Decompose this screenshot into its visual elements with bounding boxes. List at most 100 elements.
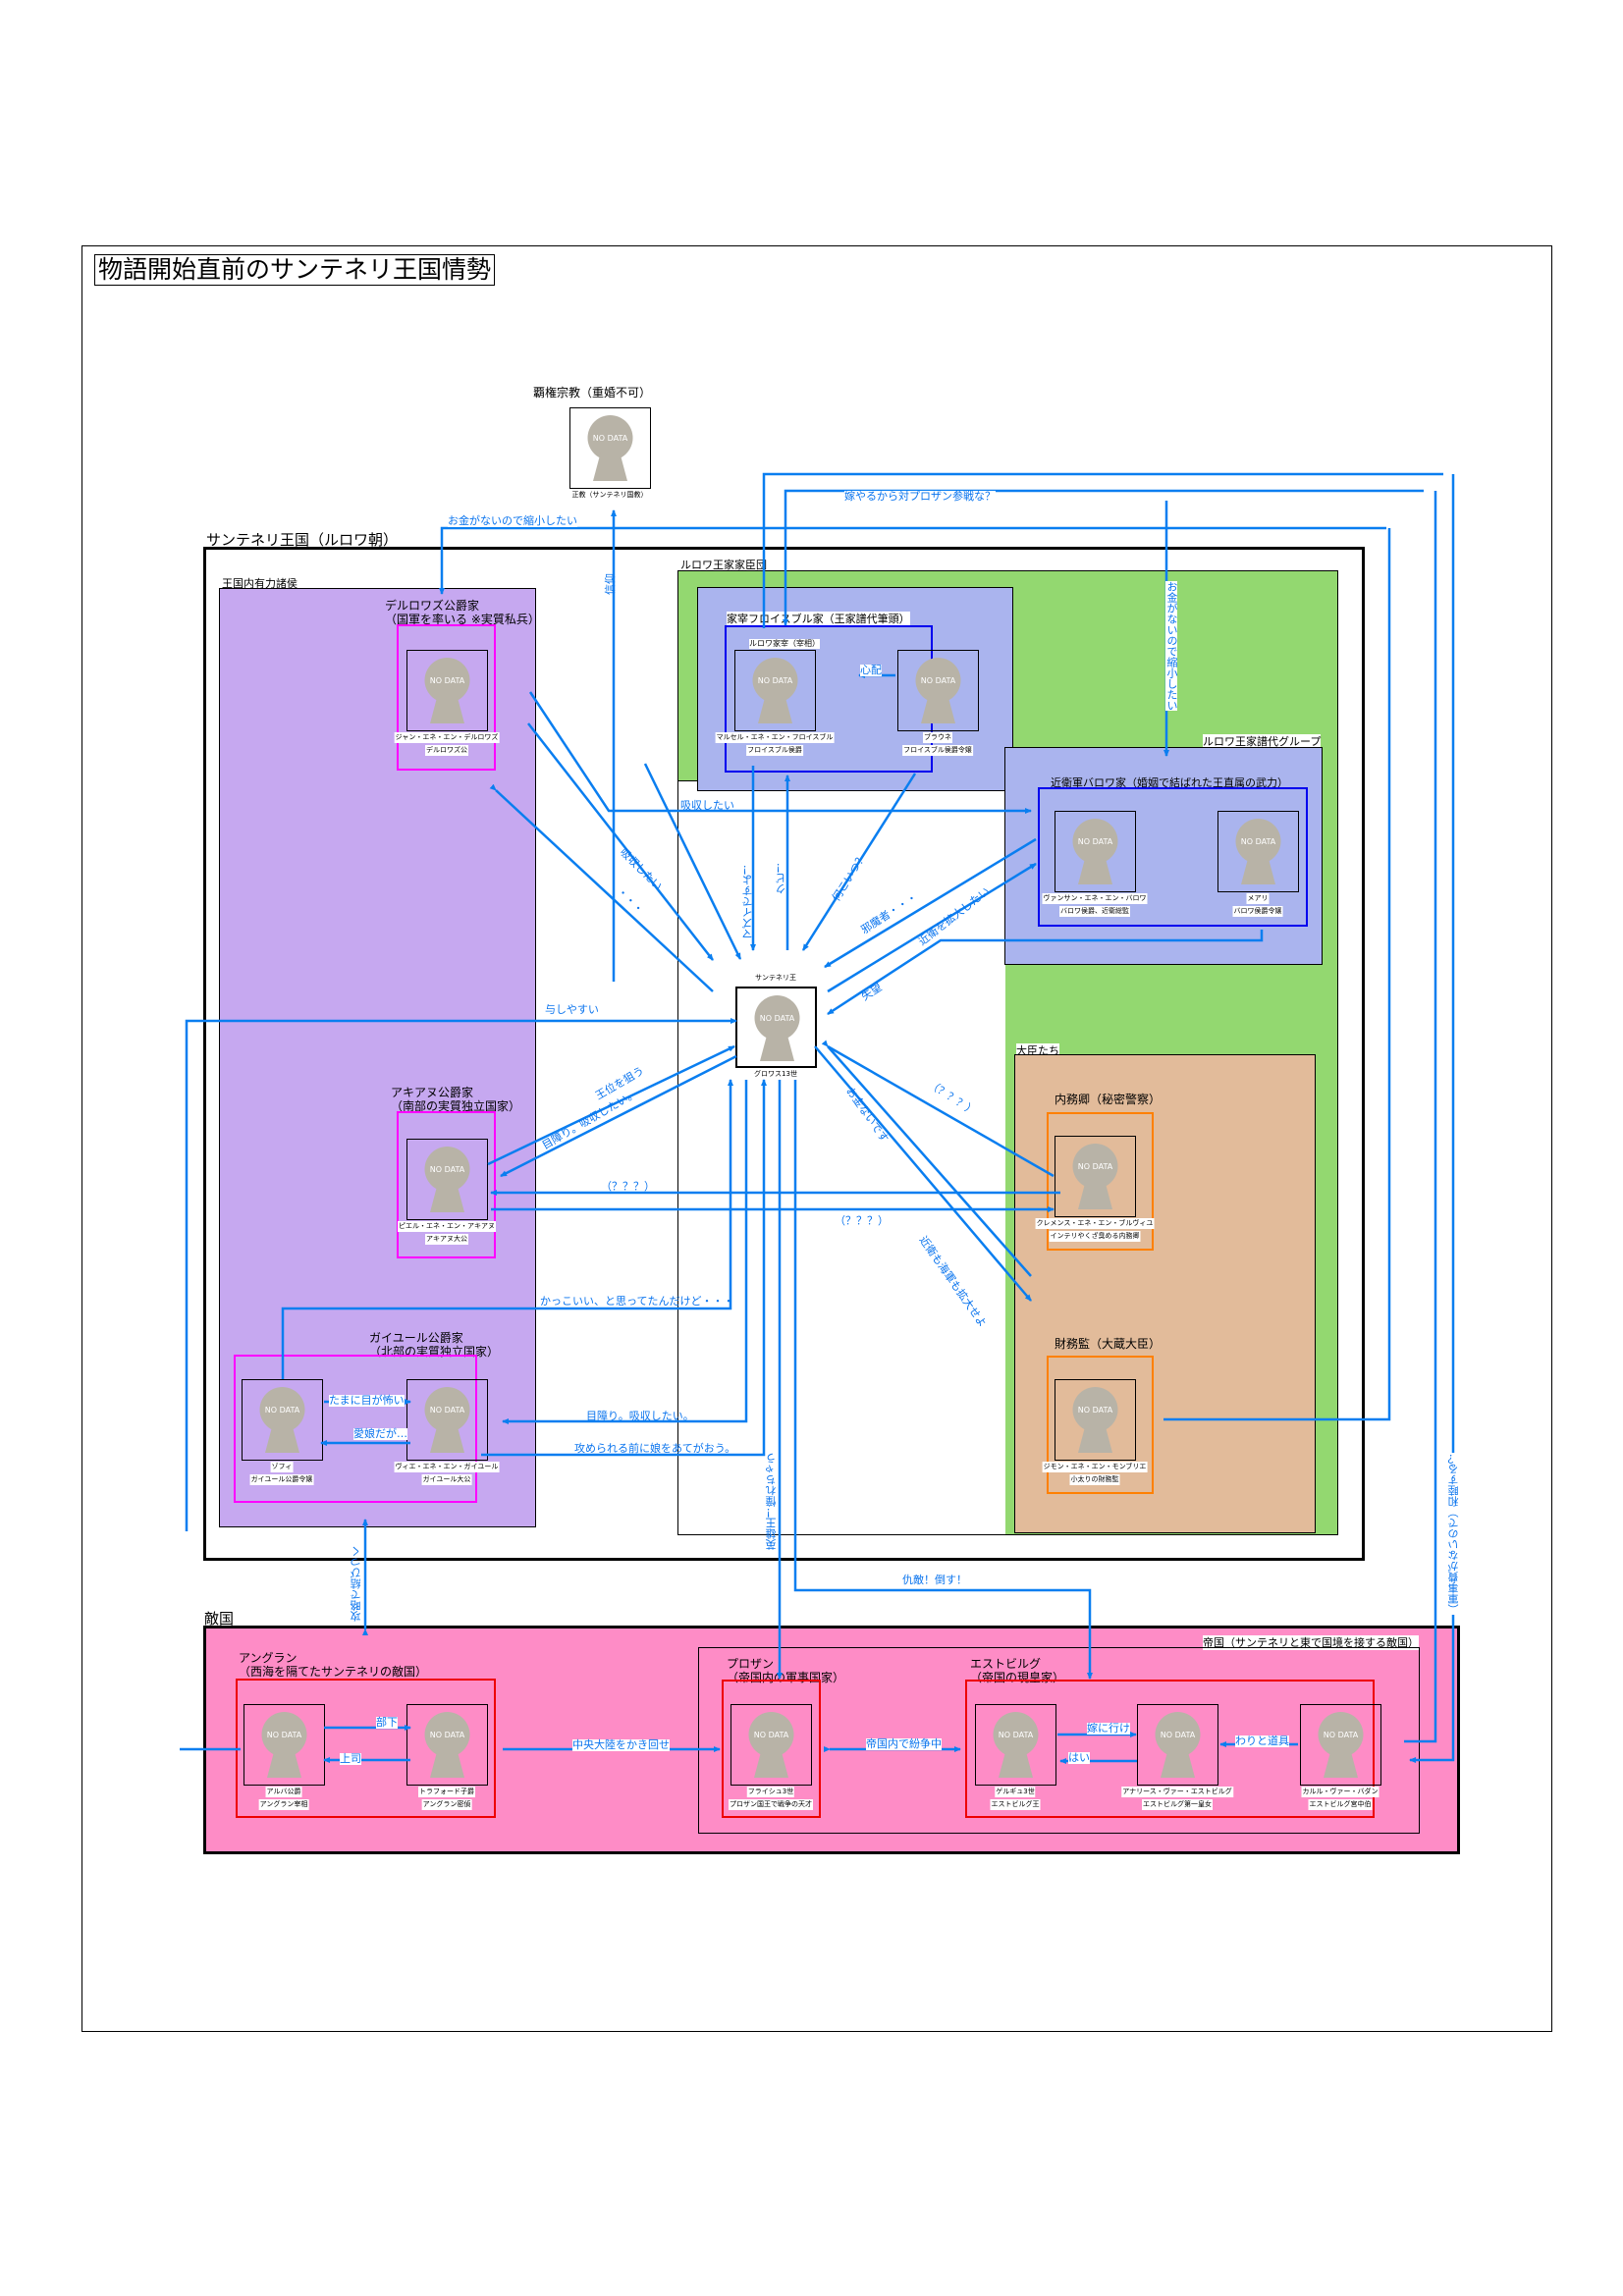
avatar-placeholder-icon: NO DATA (424, 1712, 470, 1778)
rel-cool-but: かっこいい、と思ってたんだけど・・・ (540, 1295, 734, 1308)
person-role: エストビルグ王 (990, 1799, 1041, 1810)
interior-label: 内務卿（秘密警察） (1055, 1093, 1162, 1106)
rel-hero-king: 英雄王！憧れちゃう (765, 1453, 778, 1550)
svg-text:NO DATA: NO DATA (1078, 1406, 1113, 1415)
rel-subordinate: 部下 (376, 1716, 398, 1729)
card-gergyu[interactable]: NO DATA (975, 1704, 1056, 1786)
avatar-placeholder-icon: NO DATA (1155, 1712, 1201, 1778)
rel-worry: 心配 (860, 664, 882, 676)
avatar-placeholder-icon: NO DATA (424, 658, 470, 723)
card-trafford[interactable]: NO DATA (406, 1704, 488, 1786)
card-braune[interactable]: NO DATA (897, 650, 979, 731)
finance-label: 財務監（大蔵大臣） (1055, 1337, 1162, 1351)
person-name: トラフォード子爵 (418, 1787, 475, 1797)
svg-text:NO DATA: NO DATA (921, 676, 956, 685)
person-role: プロザン国王で戦争の天才 (729, 1799, 813, 1810)
card-sophie[interactable]: NO DATA (242, 1379, 323, 1461)
fluisple-label: 家宰フロイスブル家（王家譜代筆頭） (727, 612, 910, 626)
avatar-placeholder-icon: NO DATA (1072, 1144, 1118, 1209)
person-role: 小太りの財務監 (1069, 1474, 1120, 1485)
person-name: ヴァンサン・エネ・エン・バロワ (1042, 893, 1148, 904)
avatar-placeholder-icon: NO DATA (424, 1387, 470, 1453)
person-role: アングラン密偵 (421, 1799, 472, 1810)
card-marcel[interactable]: NO DATA (734, 650, 816, 731)
person-name: ピエル・エネ・エン・アキアヌ (398, 1221, 496, 1232)
svg-text:NO DATA: NO DATA (1324, 1731, 1359, 1739)
rel-bride-anti-prozan: 嫁やるから対プロザン参戦な？ (844, 490, 996, 503)
person-name: ブラウネ (923, 732, 952, 743)
avatar-placeholder-icon: NO DATA (1072, 819, 1118, 884)
rel-useful-tool: わりと道具 (1235, 1735, 1289, 1747)
nobles-label: 王国内有力諸侯 (222, 576, 298, 591)
rel-kubi: クビ！ (775, 862, 787, 894)
rel-peace: （軍事費がないので）和睦する？ (1447, 1453, 1460, 1615)
person-title: サンテネリ王 (755, 974, 796, 982)
svg-text:NO DATA: NO DATA (265, 1406, 300, 1415)
avatar-placeholder-icon: NO DATA (1235, 819, 1281, 884)
card-vincent[interactable]: NO DATA (1055, 811, 1136, 892)
svg-text:NO DATA: NO DATA (758, 676, 793, 685)
avatar-placeholder-icon: NO DATA (752, 658, 798, 723)
avatar-placeholder-icon: NO DATA (993, 1712, 1039, 1778)
prozan-group (722, 1680, 821, 1818)
person-name: メアリ (1246, 893, 1270, 904)
person-role: アキアヌ大公 (425, 1234, 468, 1245)
person-name: マルセル・エネ・エン・フロイスブル (715, 732, 835, 743)
rel-unknown-1: （？？？） (601, 1180, 655, 1193)
person-role: ガイユール大公 (421, 1474, 472, 1485)
empire-label: 帝国（サンテネリと東で国境を接する敵国） (1203, 1635, 1419, 1650)
rel-superior: 上司 (340, 1752, 361, 1765)
page-frame (81, 245, 1552, 2032)
person-role: アングラン宰相 (258, 1799, 309, 1810)
person-name: ジャン・エネ・エン・デルロワズ (394, 732, 500, 743)
rel-masui: マズイですよ！ (741, 864, 754, 939)
card-king[interactable]: NO DATA (735, 987, 817, 1068)
card-akiaz[interactable]: NO DATA (406, 1139, 488, 1220)
card-religion[interactable]: NO DATA (569, 407, 651, 489)
person-name: ジモン・エネ・エン・モンブリエ (1042, 1462, 1148, 1472)
card-analise[interactable]: NO DATA (1137, 1704, 1218, 1786)
rel-beloved-daughter: 愛娘だが… (353, 1427, 407, 1440)
delroz-group (397, 624, 496, 771)
card-fleisch[interactable]: NO DATA (730, 1704, 812, 1786)
rel-offer-daughter: 攻められる前に娘をあてがおう。 (574, 1442, 736, 1455)
rel-shrink-army: お金がないので縮小したい (448, 514, 577, 527)
card-clemens[interactable]: NO DATA (1055, 1136, 1136, 1217)
card-delroz[interactable]: NO DATA (406, 650, 488, 731)
delroz-label: デルロワズ公爵家 （国軍を率いる ※実質私兵） (385, 599, 540, 626)
card-jimon[interactable]: NO DATA (1055, 1379, 1136, 1461)
svg-text:NO DATA: NO DATA (593, 434, 628, 443)
person-name: 正教（サンテネリ国教） (570, 490, 649, 501)
person-role: フロイスブル侯爵 (746, 745, 803, 756)
rel-yes: はい (1068, 1751, 1090, 1764)
person-name: クレメンス・エネ・エン・ブルヴィユ (1035, 1218, 1155, 1229)
page-title: 物語開始直前のサンテネリ王国情勢 (94, 254, 496, 286)
svg-text:NO DATA: NO DATA (999, 1731, 1034, 1739)
card-alba[interactable]: NO DATA (243, 1704, 325, 1786)
estbirg-group (965, 1680, 1375, 1818)
person-name: ヴィエ・エネ・エン・ガイユール (394, 1462, 500, 1472)
svg-text:NO DATA: NO DATA (267, 1731, 302, 1739)
person-name: カルル・ヴァー・バダン (1301, 1787, 1380, 1797)
person-role: フロイスブル侯爵令嬢 (902, 745, 973, 756)
card-karl[interactable]: NO DATA (1300, 1704, 1381, 1786)
person-role: バロワ侯爵、近衛総監 (1059, 906, 1130, 917)
enemies-label: 敵国 (204, 1610, 235, 1628)
rel-shrink-guard: お金がないので縮小したい (1165, 581, 1178, 711)
rel-enemy-defeat: 仇敵！倒す！ (902, 1574, 967, 1586)
card-mary[interactable]: NO DATA (1217, 811, 1299, 892)
akiaz-label: アキアヌ公爵家 （南部の実質独立国家） (391, 1086, 521, 1113)
svg-text:NO DATA: NO DATA (430, 1165, 465, 1174)
avatar-placeholder-icon: NO DATA (587, 415, 633, 481)
svg-text:NO DATA: NO DATA (1078, 837, 1113, 846)
svg-text:NO DATA: NO DATA (430, 676, 465, 685)
rel-strategic-link: 攻略で結びつく (350, 1546, 362, 1622)
person-name: フライシュ3世 (746, 1787, 795, 1797)
card-gaiyule[interactable]: NO DATA (406, 1379, 488, 1461)
person-role: ガイユール公爵令嬢 (249, 1474, 314, 1485)
fluisple-role-label: ルロワ家宰（宰相） (749, 639, 820, 649)
avatar-placeholder-icon: NO DATA (754, 995, 800, 1061)
person-name: アナリース・ヴァー・エストビルグ (1121, 1787, 1233, 1797)
svg-text:NO DATA: NO DATA (1078, 1162, 1113, 1171)
rel-in-conflict: 帝国内で紛争中 (866, 1737, 942, 1750)
